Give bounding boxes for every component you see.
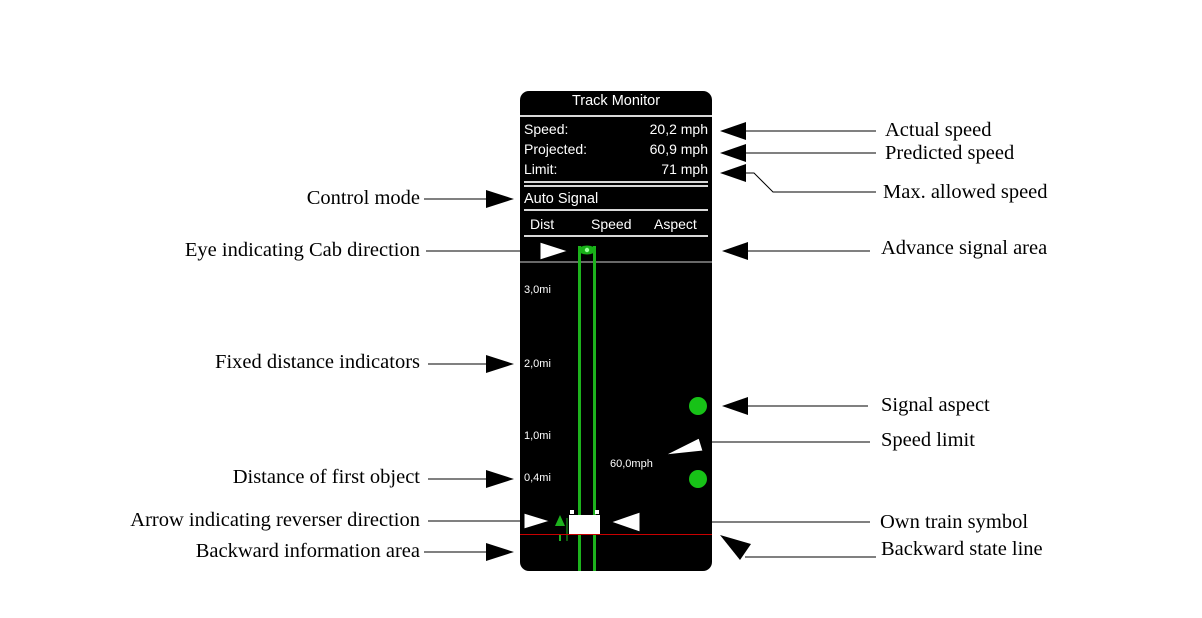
limit-value: 71 mph xyxy=(661,161,708,177)
column-aspect: Aspect xyxy=(654,216,697,232)
arrow-eye xyxy=(426,241,570,261)
column-dist: Dist xyxy=(530,216,555,232)
callout-own-train-symbol: Own train symbol xyxy=(880,511,1029,533)
own-train-icon-front-left xyxy=(570,510,574,514)
callout-backward-information-area: Backward information area xyxy=(195,540,420,562)
callout-advance-signal-area: Advance signal area xyxy=(881,237,1048,259)
arrow-signal-aspect xyxy=(722,397,868,415)
column-divider xyxy=(524,235,708,237)
callout-backward-state-line: Backward state line xyxy=(881,538,1043,560)
arrow-actual-speed xyxy=(720,122,876,140)
callout-max-allowed-speed: Max. allowed speed xyxy=(883,181,1048,203)
callout-predicted-speed: Predicted speed xyxy=(885,142,1015,164)
limit-label: Limit: xyxy=(524,161,558,177)
track-graphics xyxy=(520,245,712,571)
title-divider xyxy=(520,115,712,117)
callout-arrow-reverser: Arrow indicating reverser direction xyxy=(130,509,420,531)
projected-value: 60,9 mph xyxy=(649,141,708,157)
arrow-control-mode xyxy=(424,190,514,208)
distance-marker-2mi: 2,0mi xyxy=(524,358,551,370)
column-speed: Speed xyxy=(591,216,632,232)
track-monitor-title: Track Monitor xyxy=(571,93,661,109)
distance-marker-first-object: 0,4mi xyxy=(524,472,551,484)
projected-label: Projected: xyxy=(524,141,588,157)
arrow-speed-limit xyxy=(664,437,870,456)
arrow-own-train xyxy=(609,511,870,533)
arrow-predicted-speed xyxy=(720,144,876,162)
speed-divider-top xyxy=(524,181,708,183)
own-train-icon xyxy=(569,515,600,535)
control-mode-text: Auto Signal xyxy=(524,191,599,207)
mode-divider xyxy=(524,209,708,211)
speed-divider-bottom xyxy=(524,185,708,187)
callout-signal-aspect: Signal aspect xyxy=(881,394,990,416)
track-monitor-panel: Track Monitor Speed: 20,2 mph Projected:… xyxy=(520,91,712,571)
reverser-arrow-icon xyxy=(555,515,565,526)
callout-speed-limit: Speed limit xyxy=(881,429,975,451)
distance-marker-1mi: 1,0mi xyxy=(524,430,551,442)
arrow-reverser xyxy=(428,512,552,530)
callout-fixed-distance-indicators: Fixed distance indicators xyxy=(215,351,420,373)
callout-distance-first-object: Distance of first object xyxy=(232,466,420,488)
arrow-max-speed xyxy=(720,164,876,193)
arrow-backward-info xyxy=(424,543,514,561)
callout-control-mode: Control mode xyxy=(306,187,420,209)
arrow-first-object xyxy=(428,470,514,488)
signal-aspect-lower xyxy=(689,470,707,488)
distance-marker-3mi: 3,0mi xyxy=(524,284,551,296)
callout-eye-cab-direction: Eye indicating Cab direction xyxy=(184,239,420,261)
arrow-advance-signal xyxy=(722,242,870,260)
speed-label: Speed: xyxy=(524,121,569,137)
speed-limit-marker: 60,0mph xyxy=(610,458,653,470)
speed-value: 20,2 mph xyxy=(649,121,708,137)
own-train-icon-front-right xyxy=(595,510,599,514)
arrow-fixed-distance xyxy=(428,355,514,373)
callout-actual-speed: Actual speed xyxy=(885,119,992,141)
arrow-backward-state-line xyxy=(720,535,876,560)
eye-pupil xyxy=(584,247,590,253)
signal-aspect-upper xyxy=(689,397,707,415)
